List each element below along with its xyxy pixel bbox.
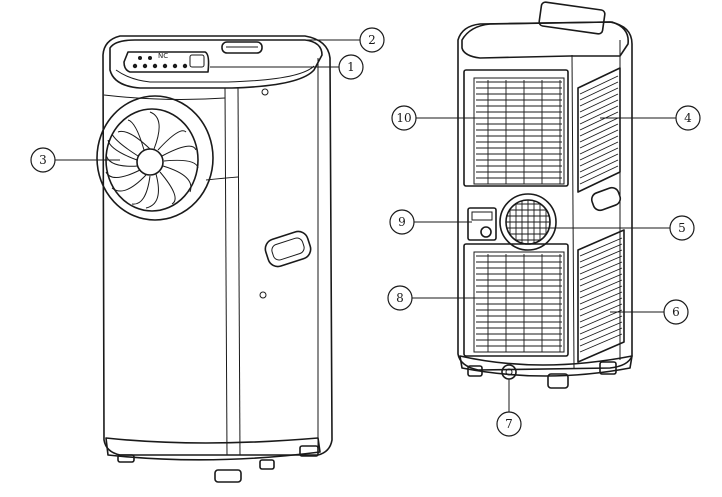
drain-outlet bbox=[501, 364, 517, 380]
grille-fin bbox=[579, 93, 619, 113]
grille-fin bbox=[579, 309, 623, 329]
callout-7 bbox=[496, 411, 522, 437]
grille-fin bbox=[579, 165, 619, 185]
callout-10-label: 10 bbox=[396, 111, 411, 125]
power-socket bbox=[467, 207, 497, 241]
grille-fin bbox=[579, 315, 623, 335]
side-upper-grille bbox=[577, 67, 621, 193]
grille-fin bbox=[579, 117, 619, 137]
back-base bbox=[459, 355, 633, 377]
back-top-cover bbox=[461, 21, 629, 59]
fan-blades bbox=[105, 111, 199, 209]
callout-2-label: 2 bbox=[368, 33, 376, 47]
side-lower-grille bbox=[577, 229, 625, 363]
fan-housing bbox=[96, 95, 214, 221]
grille-fin bbox=[579, 273, 623, 293]
exhaust-vent bbox=[499, 193, 557, 251]
back-top-handle bbox=[538, 1, 606, 35]
control-buttons bbox=[132, 56, 188, 69]
grille-fin bbox=[579, 261, 623, 281]
grille-fin bbox=[579, 129, 619, 149]
front-unit: NC bbox=[96, 35, 333, 483]
callout-2 bbox=[359, 27, 385, 53]
front-wheels bbox=[117, 445, 319, 483]
lower-rear-grille bbox=[463, 243, 569, 357]
callout-9 bbox=[389, 209, 415, 235]
back-wheels bbox=[467, 361, 617, 389]
callout-8 bbox=[387, 285, 413, 311]
callout-10 bbox=[391, 105, 417, 131]
grille-fin bbox=[579, 141, 619, 161]
callout-8-label: 8 bbox=[396, 291, 404, 305]
grille-fin bbox=[579, 327, 623, 347]
callouts: 1 2 3 4 5 6 7 8 9 10 bbox=[30, 27, 701, 437]
grille-fin bbox=[579, 297, 623, 317]
callout-3-label: 3 bbox=[39, 153, 47, 167]
grille-fin bbox=[579, 249, 623, 269]
callout-3 bbox=[30, 147, 56, 173]
grille-fin bbox=[579, 147, 619, 167]
top-cover bbox=[109, 39, 323, 89]
control-panel bbox=[123, 51, 210, 73]
callout-4-label: 4 bbox=[684, 111, 692, 125]
grille-fin bbox=[579, 285, 623, 305]
grille-fin bbox=[579, 243, 623, 263]
fan-hub bbox=[136, 148, 164, 176]
grille-fin bbox=[579, 135, 619, 155]
grille-fin bbox=[579, 81, 619, 101]
grille-fin bbox=[579, 291, 623, 311]
upper-rear-grille bbox=[463, 69, 569, 187]
front-side-handle bbox=[264, 230, 312, 268]
front-side-edge bbox=[237, 87, 241, 456]
grille-fin bbox=[579, 123, 619, 143]
grille-fin bbox=[579, 105, 619, 125]
callout-1-label: 1 bbox=[347, 60, 355, 74]
grille-fin bbox=[579, 99, 619, 119]
front-base bbox=[105, 437, 321, 461]
grille-fin bbox=[579, 153, 619, 173]
front-unit-body bbox=[102, 35, 333, 456]
grille-fin bbox=[579, 75, 619, 95]
callout-6-label: 6 bbox=[672, 305, 680, 319]
callout-5 bbox=[669, 215, 695, 241]
grille-fin bbox=[579, 333, 623, 353]
top-handle bbox=[221, 41, 263, 54]
back-side-handle bbox=[590, 186, 622, 212]
grille-fin bbox=[579, 303, 623, 323]
grille-fin bbox=[579, 255, 623, 275]
callout-1 bbox=[338, 54, 364, 80]
grille-fin bbox=[579, 159, 619, 179]
callout-6 bbox=[663, 299, 689, 325]
callout-5-label: 5 bbox=[678, 221, 686, 235]
callout-7-label: 7 bbox=[505, 417, 513, 431]
grille-fin bbox=[579, 279, 623, 299]
back-unit bbox=[457, 1, 633, 389]
grille-fin bbox=[579, 87, 619, 107]
grille-fin bbox=[579, 237, 623, 257]
grille-fin bbox=[579, 267, 623, 287]
callout-9-label: 9 bbox=[398, 215, 406, 229]
grille-fin bbox=[579, 111, 619, 131]
control-panel-marks: NC bbox=[158, 52, 168, 60]
callout-4 bbox=[675, 105, 701, 131]
grille-fin bbox=[579, 321, 623, 341]
